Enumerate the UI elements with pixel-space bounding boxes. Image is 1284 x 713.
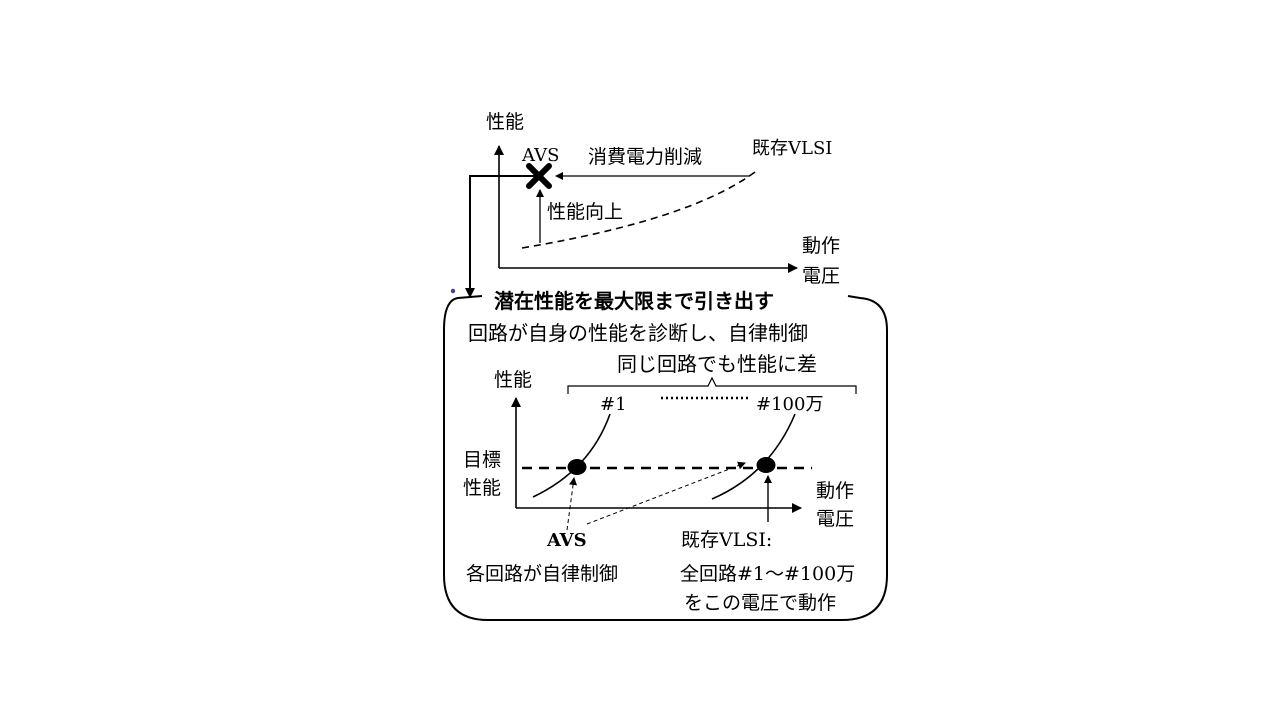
avs-label: AVS xyxy=(521,145,559,166)
top-x-axis-label-2: 電圧 xyxy=(802,265,840,287)
box-subtitle: 回路が自身の性能を診断し、自律制御 xyxy=(468,321,808,345)
inner-x-axis-label-2: 電圧 xyxy=(816,508,854,530)
inner-x-axis-label-1: 動作 xyxy=(816,480,854,502)
circuit-last-curve xyxy=(711,413,796,500)
power-reduction-label: 消費電力削減 xyxy=(588,146,702,168)
box-title: 潜在性能を最大限まで引き出す xyxy=(494,289,774,313)
existing-vlsi-desc-2: をこの電圧で動作 xyxy=(684,592,836,614)
potential-box: 潜在性能を最大限まで引き出す 回路が自身の性能を診断し、自律制御 同じ回路でも性… xyxy=(443,289,888,621)
top-graph: 性能 動作 電圧 AVS 消費電力削減 既存VLSI 性能向上 xyxy=(486,111,840,287)
connector-arrow xyxy=(465,175,539,298)
box-outline xyxy=(443,295,888,621)
circuit-last-label: #100万 xyxy=(756,394,823,415)
circuit-first-curve xyxy=(532,413,611,498)
bullet-dot xyxy=(450,288,456,294)
avs-description: 各回路が自律制御 xyxy=(466,563,618,585)
existing-vlsi-curve xyxy=(521,171,756,249)
circuit-last-point xyxy=(756,457,776,473)
inner-avs-label: AVS xyxy=(546,530,587,551)
variation-brace xyxy=(567,376,857,394)
variation-label: 同じ回路でも性能に差 xyxy=(617,352,817,376)
target-label-1: 目標 xyxy=(463,449,501,471)
top-y-axis-label: 性能 xyxy=(486,111,524,133)
performance-up-label: 性能向上 xyxy=(547,201,623,223)
top-x-axis-label-1: 動作 xyxy=(802,235,840,257)
existing-vlsi-label: 既存VLSI xyxy=(752,138,832,159)
circuit-first-point xyxy=(567,459,587,475)
target-label-2: 性能 xyxy=(463,477,501,499)
avs-arrow-last xyxy=(586,461,746,525)
circuit-first-label: #1 xyxy=(600,394,627,415)
inner-y-axis-label: 性能 xyxy=(494,369,532,391)
existing-vlsi-desc-1: 全回路#1～#100万 xyxy=(680,563,855,585)
avs-arrow-first xyxy=(566,477,578,531)
existing-vlsi-title: 既存VLSI: xyxy=(681,529,772,551)
